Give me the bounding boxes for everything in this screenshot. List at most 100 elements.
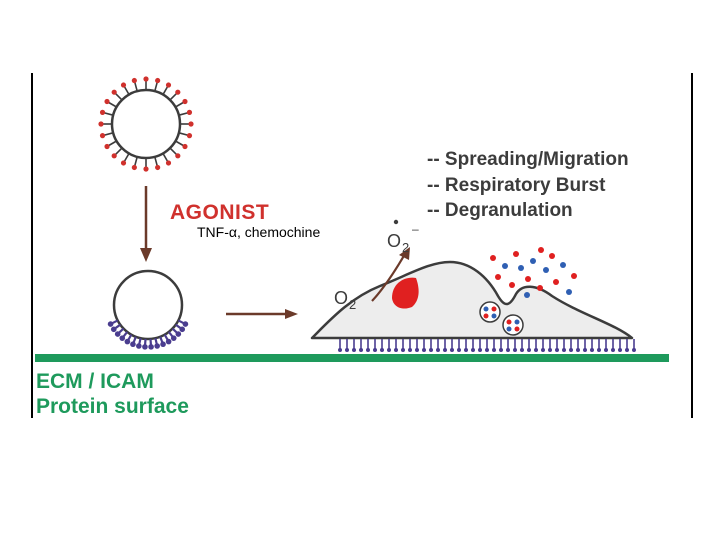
response-list: -- Spreading/Migration -- Respiratory Bu… [427, 149, 629, 221]
agonist-detail: TNF-α, chemochine [197, 224, 320, 240]
cell-receptor-head [611, 348, 615, 352]
spike-tip [99, 133, 106, 139]
cell-receptor-head [569, 348, 573, 352]
released-granules [490, 247, 577, 298]
receptor-head [119, 335, 126, 341]
spreading-cell [310, 260, 636, 352]
cell-receptor-head [583, 348, 587, 352]
burst-arrowhead [399, 247, 410, 260]
spike-tip [120, 160, 127, 166]
cell-receptor-head [548, 348, 552, 352]
cell-receptor-head [450, 348, 454, 352]
receptor-head [114, 331, 121, 337]
surface-spikes [98, 76, 194, 172]
adhering-cell-membrane [112, 269, 184, 341]
spike-tip [175, 89, 181, 95]
cell-receptor-head [625, 348, 629, 352]
surface-line-1: ECM / ICAM [36, 370, 154, 393]
down-arrow [140, 186, 152, 262]
cell-receptor-head [338, 348, 342, 352]
cell-receptor-head [471, 348, 475, 352]
receptor-head [142, 344, 148, 350]
cell-receptor-head [422, 348, 426, 352]
receptor-head [170, 335, 177, 341]
resting-cell [98, 76, 194, 172]
spike-tip [131, 77, 137, 84]
cell-receptor-head [387, 348, 391, 352]
receptor-head [182, 321, 189, 327]
svg-text:–: – [412, 222, 419, 236]
cell-receptor-head [492, 348, 496, 352]
cell-receptor-head [597, 348, 601, 352]
cell-receptor-head [352, 348, 356, 352]
cell-receptor-head [436, 348, 440, 352]
receptor-head [107, 321, 114, 327]
cell-receptor-head [443, 348, 447, 352]
spike-tip [186, 109, 193, 115]
spike-tip [186, 133, 193, 139]
agonist-label: AGONIST [170, 201, 269, 224]
granule-right [502, 314, 524, 336]
spike-tip [155, 77, 161, 84]
receptor-head [154, 343, 160, 349]
spike-tip [182, 143, 188, 150]
cell-receptor-head [604, 348, 608, 352]
surface-caption: ECM / ICAM Protein surface [36, 370, 189, 418]
cell-receptor-head [478, 348, 482, 352]
cell-receptor-head [590, 348, 594, 352]
burst-arrow [371, 253, 406, 302]
receptor-head [148, 344, 154, 350]
svg-text:O2: O2 [334, 288, 356, 312]
granule-left [479, 301, 501, 323]
spike-tip [155, 164, 161, 171]
svg-text:O2: O2 [387, 231, 409, 255]
cell-receptor-head [485, 348, 489, 352]
spike-tip [99, 109, 106, 115]
cell-receptor-head [359, 348, 363, 352]
spike-tip [143, 76, 149, 82]
cell-receptor-head [562, 348, 566, 352]
response-respiratory-burst: -- Respiratory Burst [427, 175, 606, 196]
receptor-head [179, 326, 186, 333]
resting-cell-membrane [110, 88, 182, 160]
spike-tip [120, 82, 127, 88]
superoxide-label: O2 – [387, 219, 419, 255]
spike-tip [98, 121, 104, 127]
cell-receptor-head [415, 348, 419, 352]
cell-receptor-head [345, 348, 349, 352]
cell-receptor-head [394, 348, 398, 352]
spike-tip [182, 98, 188, 105]
cell-receptor-head [576, 348, 580, 352]
spreading-cell-body [310, 260, 634, 340]
receptor-head [136, 343, 142, 349]
oxygen-label: O2 [334, 288, 356, 312]
surface-line-2: Protein surface [36, 395, 189, 418]
spike-tip [111, 153, 117, 159]
receptor-head [110, 326, 117, 333]
spike-tip [143, 166, 149, 172]
cell-receptor-head [555, 348, 559, 352]
cell-receptor-head [527, 348, 531, 352]
cell-receptor-head [401, 348, 405, 352]
receptor-head [165, 338, 172, 345]
receptor-head [130, 341, 136, 348]
cell-receptors [338, 339, 636, 352]
cell-receptor-head [513, 348, 517, 352]
response-degranulation: -- Degranulation [427, 200, 573, 221]
cell-receptor-head [366, 348, 370, 352]
receptor-head [160, 341, 166, 348]
spike-tip [131, 164, 137, 171]
spike-tip [188, 121, 194, 127]
cell-receptor-head [457, 348, 461, 352]
spike-tip [104, 143, 110, 150]
cell-receptor-head [373, 348, 377, 352]
cell-receptor-head [499, 348, 503, 352]
cell-receptor-head [506, 348, 510, 352]
spike-tip [111, 89, 117, 95]
spike-tip [175, 153, 181, 159]
cell-receptor-head [541, 348, 545, 352]
protein-surface-bar [35, 354, 669, 362]
cell-receptor-head [534, 348, 538, 352]
